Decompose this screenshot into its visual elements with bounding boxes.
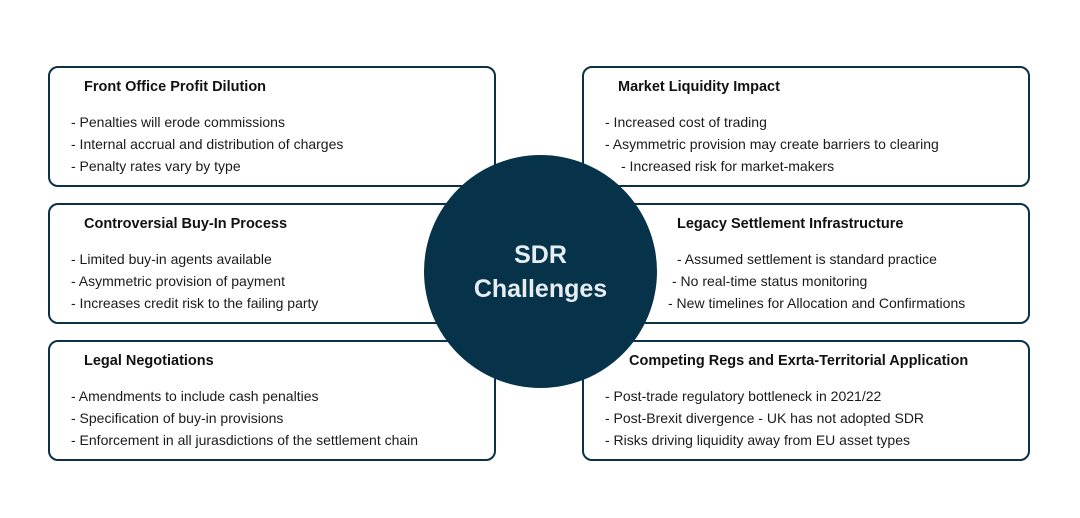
list-item: - Post-Brexit divergence - UK has not ad… [605, 410, 925, 426]
list-item: - Increased cost of trading [605, 114, 767, 130]
front-office-profit-dilution-box: Front Office Profit Dilution - Penalties… [48, 66, 496, 187]
bullet-list: - Penalties will erode commissions - Int… [71, 111, 343, 177]
list-item: - Internal accrual and distribution of c… [71, 136, 344, 152]
center-circle: SDR Challenges [424, 155, 657, 388]
bullet-list: - Amendments to include cash penalties -… [71, 385, 418, 451]
legal-negotiations-box: Legal Negotiations - Amendments to inclu… [48, 340, 496, 461]
box-title: Front Office Profit Dilution [84, 79, 267, 95]
list-item: - Penalties will erode commissions [71, 114, 285, 130]
center-label-line2: Challenges [473, 274, 608, 303]
list-item: - Assumed settlement is standard practic… [677, 251, 937, 267]
list-item: - Amendments to include cash penalties [71, 388, 319, 404]
list-item: - Risks driving liquidity away from EU a… [605, 432, 910, 448]
list-item: - Post-trade regulatory bottleneck in 20… [605, 388, 882, 404]
center-label: SDR Challenges [474, 238, 607, 306]
bullet-list: - Limited buy-in agents available - Asym… [71, 248, 318, 314]
bullet-list: - Assumed settlement is standard practic… [668, 248, 965, 314]
box-title: Market Liquidity Impact [618, 79, 780, 95]
list-item: - Limited buy-in agents available [71, 251, 272, 267]
list-item: - Specification of buy-in provisions [71, 410, 284, 426]
list-item: - New timelines for Allocation and Confi… [668, 295, 966, 311]
market-liquidity-impact-box: Market Liquidity Impact - Increased cost… [582, 66, 1030, 187]
list-item: - No real-time status monitoring [672, 273, 868, 289]
box-title: Legacy Settlement Infrastructure [677, 216, 904, 232]
competing-regs-box: Competing Regs and Exrta-Territorial App… [582, 340, 1030, 461]
list-item: - Enforcement in all jurasdictions of th… [71, 432, 419, 448]
list-item: - Penalty rates vary by type [71, 158, 241, 174]
box-title: Competing Regs and Exrta-Territorial App… [629, 353, 969, 369]
box-title: Controversial Buy-In Process [84, 216, 288, 232]
controversial-buy-in-box: Controversial Buy-In Process - Limited b… [48, 203, 496, 324]
box-title: Legal Negotiations [84, 353, 214, 369]
center-label-line1: SDR [514, 240, 567, 269]
bullet-list: - Post-trade regulatory bottleneck in 20… [605, 385, 924, 451]
list-item: - Asymmetric provision of payment [71, 273, 285, 289]
list-item: - Increased risk for market-makers [621, 158, 835, 174]
bullet-list: - Increased cost of trading - Asymmetric… [605, 111, 939, 177]
list-item: - Asymmetric provision may create barrie… [605, 136, 939, 152]
list-item: - Increases credit risk to the failing p… [71, 295, 319, 311]
legacy-settlement-infrastructure-box: Legacy Settlement Infrastructure - Assum… [582, 203, 1030, 324]
